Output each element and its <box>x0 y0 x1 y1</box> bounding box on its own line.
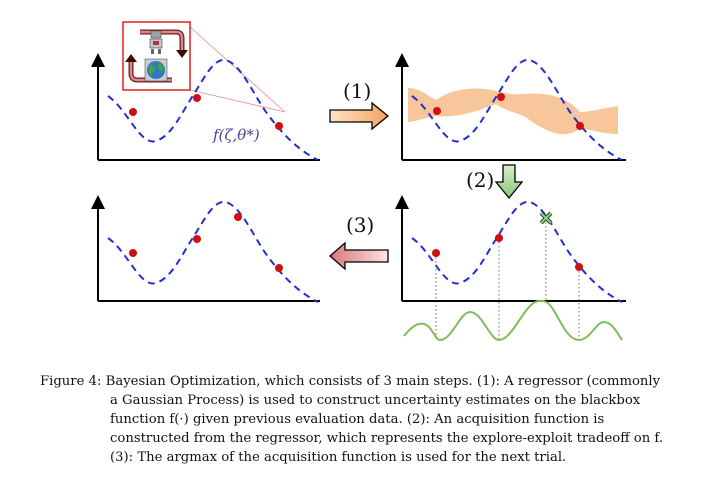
panel-next-trial <box>91 195 320 303</box>
arrow-left-icon <box>329 241 389 271</box>
caption-line: function f(·) given previous evaluation … <box>110 412 605 427</box>
panel-acquisition-function <box>395 195 626 342</box>
uncertainty-band <box>408 88 618 135</box>
robot-icon <box>149 30 163 54</box>
observation-point <box>495 234 503 242</box>
observation-point <box>576 122 584 130</box>
objective-curve <box>107 201 319 303</box>
observation-point <box>129 108 137 116</box>
figure-number: Figure 4: <box>40 374 102 389</box>
globe-icon <box>144 58 168 82</box>
objective-curve <box>411 201 623 303</box>
observation-point <box>275 264 283 272</box>
caption-text: Bayesian Optimization, which consists of… <box>105 374 661 389</box>
observation-point <box>575 263 583 271</box>
arrow-right-icon <box>329 101 390 131</box>
acquisition-curve <box>403 299 623 342</box>
step-2-arrow: (2) <box>466 164 524 200</box>
observation-point <box>275 122 283 130</box>
step-1-arrow: (1) <box>329 79 390 131</box>
step-3-arrow: (3) <box>329 213 389 271</box>
new-trial-point <box>234 213 242 221</box>
caption-line: a Gaussian Process) is used to construct… <box>110 393 641 408</box>
observation-point <box>193 94 201 102</box>
bayesian-optimization-diagram: f(ζ,θ*) <box>91 21 626 342</box>
caption-line: Figure 4: Bayesian Optimization, which c… <box>40 372 680 391</box>
svg-text:(2): (2) <box>466 168 494 192</box>
cross-marker-icon <box>539 211 553 225</box>
observation-point <box>497 93 505 101</box>
observation-point <box>432 249 440 257</box>
cycle-arrows-icon <box>125 29 188 83</box>
observation-point <box>433 107 441 115</box>
arrow-down-icon <box>494 164 524 200</box>
panel-initial-observations: f(ζ,θ*) <box>91 21 320 161</box>
observation-point <box>129 249 137 257</box>
inset-robot-environment-loop <box>122 21 191 91</box>
function-label: f(ζ,θ*) <box>212 126 260 144</box>
objective-curve <box>107 59 319 161</box>
svg-text:(3): (3) <box>346 213 374 237</box>
svg-text:(1): (1) <box>343 79 371 103</box>
caption-line: (3): The argmax of the acquisition funct… <box>110 450 567 465</box>
panel-regressor-uncertainty <box>395 53 626 161</box>
observation-point <box>193 235 201 243</box>
caption-line: constructed from the regressor, which re… <box>110 431 664 446</box>
figure-caption: Figure 4: Bayesian Optimization, which c… <box>40 372 680 467</box>
objective-curve <box>411 59 623 161</box>
